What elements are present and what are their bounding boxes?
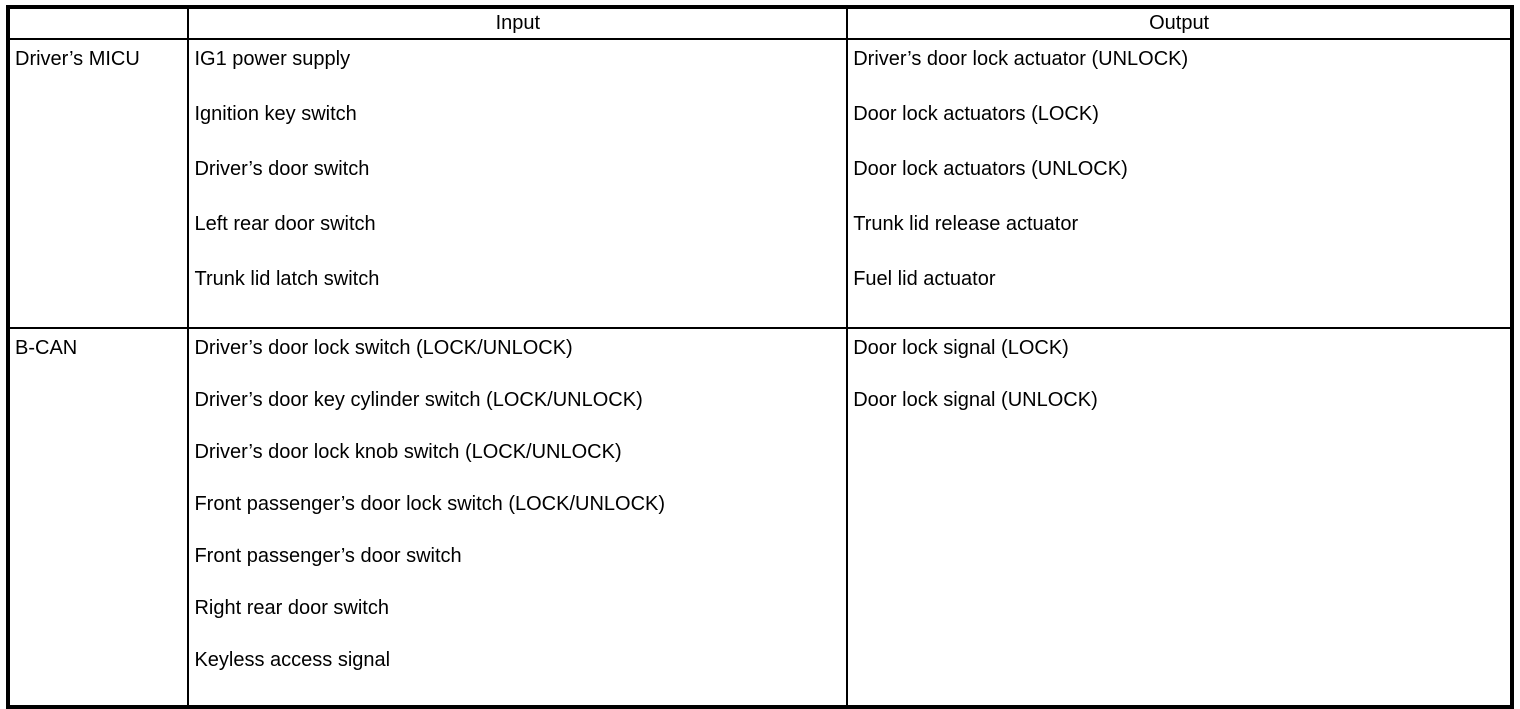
col-header-input: Input: [187, 6, 849, 40]
cell-line: Driver’s door key cylinder switch (LOCK/…: [194, 389, 643, 411]
io-table: Input Output Driver’s MICU IG1 power sup…: [6, 5, 1514, 709]
row-source-label: Driver’s MICU: [6, 38, 190, 329]
manual-page: Input Output Driver’s MICU IG1 power sup…: [6, 5, 1514, 709]
cell-line: Trunk lid latch switch: [194, 268, 380, 290]
table-row-bcan: B-CAN Driver’s door lock switch (LOCK/UN…: [6, 327, 1513, 708]
input-list-cell: Driver’s door lock switch (LOCK/UNLOCK) D…: [187, 327, 849, 708]
cell-line: Driver’s door switch: [194, 158, 370, 180]
cell-line: Door lock actuators (LOCK): [853, 103, 1099, 125]
cell-line: Front passenger’s door lock switch (LOCK…: [194, 493, 666, 515]
col-header-output: Output: [846, 6, 1513, 40]
cell-line: Driver’s door lock knob switch (LOCK/UNL…: [194, 441, 622, 463]
cell-line: Driver’s door lock actuator (UNLOCK): [853, 48, 1189, 70]
cell-line: Ignition key switch: [194, 103, 357, 125]
output-list-cell: Door lock signal (LOCK) Door lock signal …: [846, 327, 1513, 708]
cell-line: Front passenger’s door switch: [194, 545, 462, 567]
output-list-cell: Driver’s door lock actuator (UNLOCK) Door…: [846, 38, 1513, 329]
cell-line: Left rear door switch: [194, 213, 376, 235]
cell-line: Trunk lid release actuator: [853, 213, 1079, 235]
cell-line: Right rear door switch: [194, 597, 389, 619]
cell-line: IG1 power supply: [194, 48, 351, 70]
cell-line: Keyless access signal: [194, 649, 391, 671]
header-row: Input Output: [6, 6, 1513, 40]
cell-line: Door lock signal (UNLOCK): [853, 389, 1098, 411]
cell-line: Door lock actuators (UNLOCK): [853, 158, 1128, 180]
row-source-label: B-CAN: [6, 327, 190, 708]
cell-line: Driver’s door lock switch (LOCK/UNLOCK): [194, 337, 573, 359]
cell-line: Door lock signal (LOCK): [853, 337, 1069, 359]
col-header-source: [6, 6, 190, 40]
cell-line: Fuel lid actuator: [853, 268, 996, 290]
